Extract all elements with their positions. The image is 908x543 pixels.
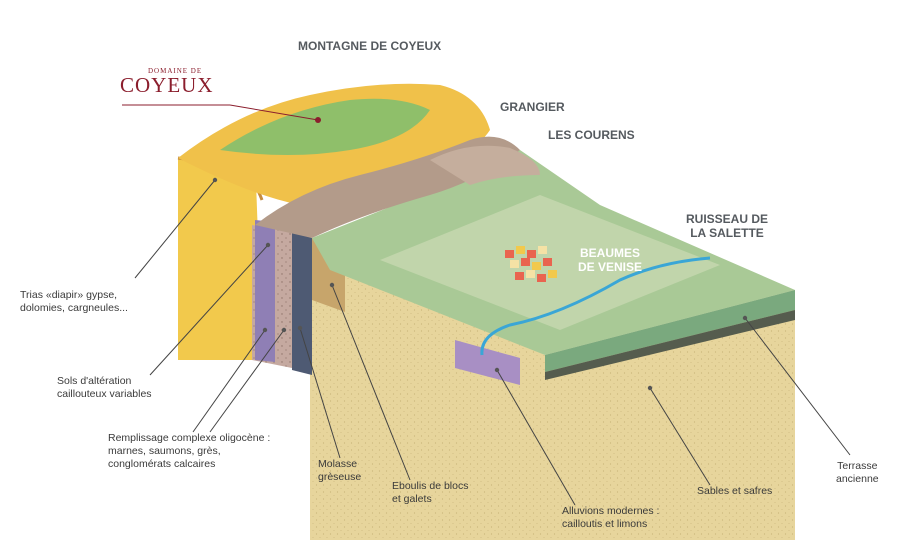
domaine-de-coyeux-logo: DOMAINE DE COYEUX: [120, 67, 230, 109]
dot-trias: [212, 177, 218, 183]
dot-terrasse: [742, 315, 748, 321]
terrace-dark: [545, 310, 795, 380]
logo-big-text: COYEUX: [120, 73, 214, 97]
dot-sables: [647, 385, 653, 391]
logo-small-text: DOMAINE DE: [148, 67, 203, 75]
leader-sols: [149, 244, 269, 376]
dot-molasse: [297, 325, 303, 331]
leader-eboulis: [331, 284, 411, 481]
label-eboulis: Eboulis de blocs et galets: [392, 480, 469, 505]
dot-sols: [265, 242, 271, 248]
leader-trias: [134, 179, 216, 279]
leader-molasse: [299, 327, 341, 459]
dot-alluvions: [494, 367, 500, 373]
logo-pointer-diag: [229, 104, 319, 121]
place-ruisseau: RUISSEAU DE LA SALETTE: [686, 212, 769, 240]
river-salette: [480, 256, 711, 356]
terrace-top: [545, 290, 795, 372]
label-terrasse: Terrasse ancienne: [836, 460, 879, 485]
place-beaumes: BEAUMES DE VENISE: [578, 246, 643, 274]
leader-remplissage-1: [192, 329, 266, 433]
label-molasse: Molasse grèseuse: [318, 458, 362, 483]
logo-pointer-dot: [315, 117, 321, 123]
purple-column: [255, 220, 275, 362]
dot-remplissage-2: [281, 327, 287, 333]
label-trias: Trias «diapir» gypse, dolomies, cargneul…: [20, 289, 128, 314]
mountain-green-slope: [220, 98, 430, 155]
label-sols: Sols d'altération caillouteux variables: [57, 375, 152, 400]
leader-terrasse: [744, 317, 851, 456]
label-remplissage: Remplissage complexe oligocène : marnes,…: [108, 432, 271, 470]
dot-remplissage-1: [262, 327, 268, 333]
place-grangier: GRANGIER: [500, 100, 565, 114]
leader-remplissage-2: [209, 329, 285, 433]
courens-hill: [430, 145, 540, 185]
dot-eboulis: [329, 282, 335, 288]
label-alluvions: Alluvions modernes : cailloutis et limon…: [562, 505, 660, 530]
trias-block: [178, 155, 262, 360]
leader-sables: [649, 387, 711, 486]
village-beaumes: [505, 246, 557, 282]
molasse-column: [292, 232, 312, 375]
leader-alluvions: [496, 369, 576, 506]
label-sables: Sables et safres: [697, 485, 773, 497]
place-courens: LES COURENS: [548, 128, 635, 142]
alluvions-block: [455, 340, 520, 385]
place-montagne: MONTAGNE DE COYEUX: [298, 39, 442, 53]
